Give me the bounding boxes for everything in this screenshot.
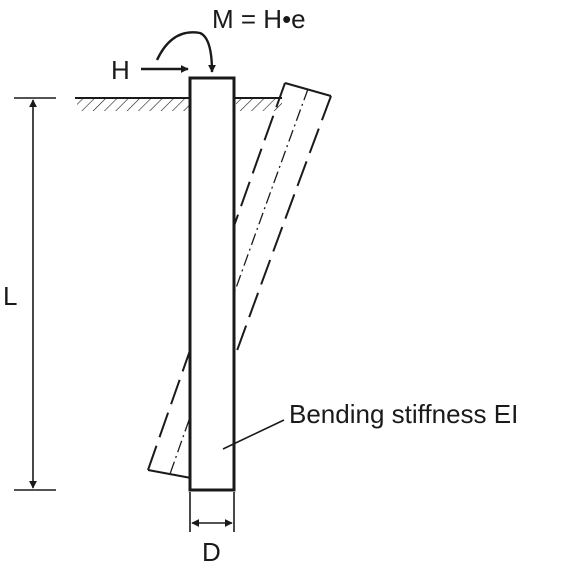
pile bbox=[188, 76, 236, 492]
length-dimension bbox=[14, 97, 56, 491]
moment-arrow bbox=[155, 31, 216, 73]
moment-label: M = H•e bbox=[212, 4, 306, 34]
diameter-dimension bbox=[189, 492, 235, 532]
soil-hatch-right bbox=[236, 99, 282, 111]
stiffness-leader bbox=[222, 419, 285, 450]
length-label: L bbox=[3, 281, 17, 311]
force-label: H bbox=[111, 55, 130, 85]
deflected-pile-bottom bbox=[147, 469, 192, 479]
stiffness-label: Bending stiffness EI bbox=[289, 399, 518, 429]
diameter-label: D bbox=[202, 537, 221, 567]
soil-hatch-left bbox=[77, 99, 189, 111]
deflected-pile-top bbox=[284, 82, 332, 97]
ground-surface bbox=[75, 97, 282, 111]
deflected-pile-left-edge bbox=[147, 82, 286, 471]
